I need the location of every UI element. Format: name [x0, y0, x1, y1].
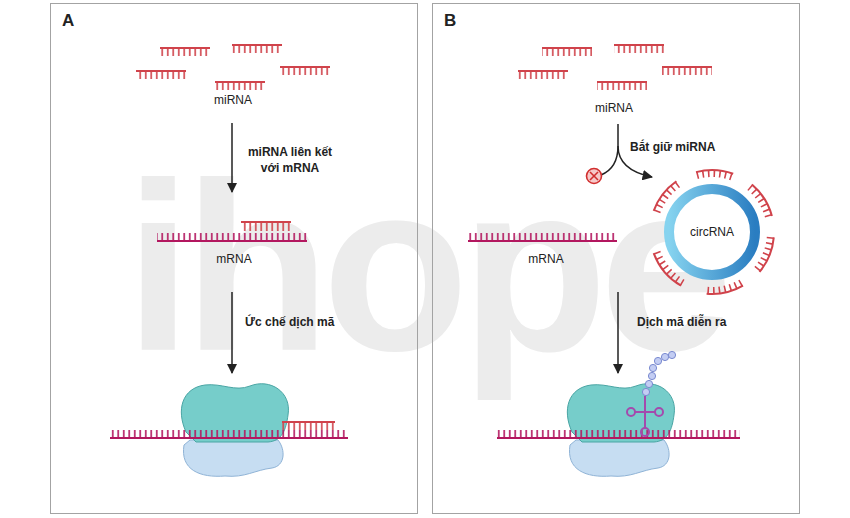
mrna-free: [468, 233, 617, 241]
inhibition-cross: [590, 172, 598, 180]
mirna-strand: [518, 70, 568, 72]
mirna-bases: [597, 83, 647, 90]
panel-box: BcircRNA: [432, 3, 800, 514]
step-label: Dịch mã diễn ra: [637, 315, 767, 330]
mirna-bases: [232, 46, 282, 53]
ribosome: [110, 384, 348, 477]
inhibition-symbol: [587, 169, 602, 184]
mrna-bases: [497, 430, 740, 438]
amino-acid: [648, 372, 655, 379]
trna-loop: [655, 408, 663, 416]
step-label: Ức chế dịch mã: [245, 315, 365, 330]
mirna-bases: [160, 49, 210, 56]
molecule-label: miRNA: [183, 93, 283, 108]
mirna-strand: [215, 81, 265, 83]
inhibition-circle: [587, 169, 602, 184]
mirna-group: [518, 45, 712, 90]
amino-acid: [668, 351, 675, 358]
mrna-bases: [157, 233, 307, 241]
amino-acid: [642, 388, 649, 395]
trna-loop: [627, 408, 635, 416]
circrna-ring: [669, 189, 755, 275]
ribosome: [497, 384, 740, 477]
mirna-strand: [136, 70, 186, 72]
shape-label: circRNA: [690, 225, 734, 239]
panel-letter: B: [444, 11, 456, 31]
mirna-strand: [280, 66, 330, 68]
mirna-strand: [282, 421, 335, 423]
trna: [627, 396, 663, 436]
mirna-bases: [215, 83, 265, 90]
molecule-label: mRNA: [184, 252, 284, 267]
mirna-bases: [614, 46, 664, 53]
small-subunit: [183, 440, 283, 476]
mirna-bases: [241, 223, 291, 231]
mirna-strand: [232, 44, 282, 46]
mirna-strand: [614, 44, 664, 46]
molecule-label: miRNA: [564, 101, 664, 116]
small-subunit: [569, 440, 669, 476]
amino-acid: [649, 364, 656, 371]
flow-arrow: [617, 292, 619, 373]
mirna-strand: [542, 47, 592, 49]
inhibition-cross: [590, 172, 598, 180]
mirna-strand: [241, 221, 291, 223]
mirna-strand: [160, 47, 210, 49]
amino-acid: [661, 353, 668, 360]
flow-arrow: [231, 292, 233, 373]
mrna-bases: [110, 430, 348, 438]
step-label: miRNA liên kết với mRNA: [242, 144, 338, 176]
mrna-bases: [468, 233, 617, 241]
mirna-group: [136, 45, 330, 90]
mirna-strand: [597, 81, 647, 83]
step-label: Bắt giữ miRNA: [630, 140, 750, 155]
flow-arrow: [231, 123, 233, 192]
molecule-label: mRNA: [496, 252, 596, 267]
panel-letter: A: [62, 11, 74, 31]
amino-acid: [654, 357, 661, 364]
trna-loop: [641, 428, 649, 436]
mirna-bases: [518, 72, 568, 79]
circrna-ring: circRNA: [664, 184, 760, 280]
amino-acid: [645, 380, 652, 387]
mirna-strand: [662, 66, 712, 68]
mirna-bases: [136, 72, 186, 79]
mirna-bases: [542, 49, 592, 56]
mirna-bases: [282, 423, 335, 430]
trna-arm: [635, 411, 655, 413]
mirna-bases: [280, 68, 330, 75]
mirna-bases: [662, 68, 712, 75]
